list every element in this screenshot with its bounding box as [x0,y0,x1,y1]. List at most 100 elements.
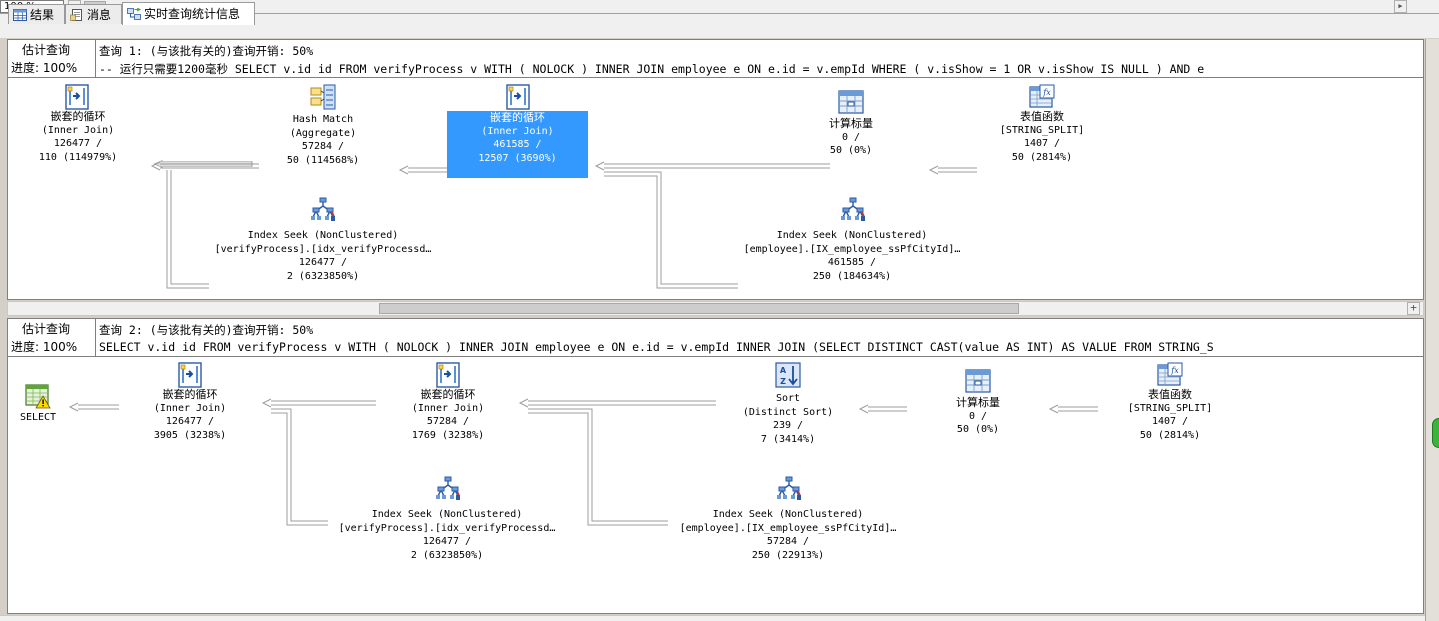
plan-node-index-seek[interactable]: Index Seek (NonClustered) [verifyProcess… [195,229,451,283]
node-rows-estimated: 110 (114979%) [38,151,118,163]
scroll-right-button[interactable]: ▶ [1394,0,1407,13]
node-title: 表值函数 [1020,110,1064,123]
data-flow-arrow [604,171,738,289]
estimated-progress-value: 进度: 100% [11,340,78,354]
tab-live-query-statistics[interactable]: 实时查询统计信息 [122,2,255,25]
data-flow-arrow [398,165,451,175]
plan-node-nested-loops[interactable]: 嵌套的循环 (Inner Join) 126477 / 3905 (3238%) [130,388,250,442]
data-flow-arrow [68,402,119,412]
query-plan-1: 估计查询 进度: 100% 查询 1: (与该批有关的)查询开销: 50% --… [7,39,1424,300]
table-valued-function-icon[interactable] [1029,84,1055,110]
data-flow-arrow [594,161,830,171]
tab-results[interactable]: 结果 [8,4,65,24]
nested-loops-icon[interactable] [505,84,531,110]
nested-loops-icon[interactable] [435,362,461,388]
tab-label: 消息 [87,7,112,22]
data-flow-arrow [166,170,209,289]
right-gutter [1425,39,1439,621]
nested-loops-icon[interactable] [64,84,90,110]
plan-node-index-seek[interactable]: Index Seek (NonClustered) [employee].[IX… [724,229,980,283]
node-title: Index Seek (NonClustered) [247,230,399,241]
node-subtitle: (Inner Join) [41,124,115,136]
plan-node-table-valued-function[interactable]: 表值函数 [STRING_SPLIT] 1407 / 50 (2814%) [1110,388,1230,442]
estimated-progress: 估计查询 进度: 100% [8,319,96,356]
node-title: Index Seek (NonClustered) [371,509,523,520]
node-title: Index Seek (NonClustered) [776,230,928,241]
table-valued-function-icon[interactable] [1157,362,1183,388]
node-title: Hash Match [292,114,354,125]
nested-loops-icon[interactable] [177,362,203,388]
index-seek-icon[interactable] [435,476,461,502]
node-title: 嵌套的循环 [50,110,106,123]
plan-node-compute-scalar[interactable]: 计算标量 0 / 50 (0%) [918,396,1038,437]
data-flow-arrow [150,161,259,171]
node-rows-actual: 1407 / [1023,138,1061,149]
sort-icon[interactable] [775,362,801,388]
node-rows-estimated: 50 (0%) [829,145,873,156]
compute-scalar-icon[interactable] [838,89,864,115]
node-rows-actual: 1407 / [1151,416,1189,427]
query-cost-line: 查询 1: (与该批有关的)查询开销: 50% [99,44,314,58]
grid-icon [13,8,27,21]
data-flow-arrow [928,165,977,175]
plan-node-nested-loops[interactable]: 嵌套的循环 (Inner Join) 57284 / 1769 (3238%) [388,388,508,442]
tab-label: 实时查询统计信息 [144,7,241,21]
data-flow-arrow [518,398,716,408]
plan-node-index-seek[interactable]: Index Seek (NonClustered) [employee].[IX… [660,508,916,562]
node-rows-actual: 0 / [841,131,861,143]
document-icon [70,8,82,21]
plan-1-scroll-thumb[interactable] [379,303,1019,314]
plan-header: 估计查询 进度: 100% 查询 2: (与该批有关的)查询开销: 50% SE… [8,319,1423,357]
live-stats-icon [127,8,141,20]
plan-arrows [150,159,977,289]
query-sql-line: -- 运行只需要1200毫秒 SELECT v.id id FROM verif… [99,62,1205,76]
plan-node-index-seek[interactable]: Index Seek (NonClustered) [verifyProcess… [319,508,575,562]
node-rows-estimated: 50 (0%) [956,424,1000,435]
node-title: 计算标量 [956,396,1000,409]
node-subtitle: (Inner Join) [153,402,227,414]
status-indicator-icon [1432,418,1439,448]
plan-node-table-valued-function[interactable]: 表值函数 [STRING_SPLIT] 1407 / 50 (2814%) [982,110,1102,164]
index-seek-icon[interactable] [840,197,866,223]
node-subtitle: [employee].[IX_employee_ssPfCityId]… [743,243,961,255]
plan-node-nested-loops-selected[interactable]: 嵌套的循环 (Inner Join) 461585 / 12507 (3690%… [447,111,588,178]
node-rows-estimated: 1769 (3238%) [411,429,485,441]
plan-node-select[interactable]: SELECT [13,411,63,425]
node-rows-estimated: 250 (184634%) [812,270,892,282]
node-rows-estimated: 3905 (3238%) [153,429,227,441]
node-rows-actual: 126477 / [165,416,215,427]
node-rows-estimated: 2 (6323850%) [410,549,484,561]
plan-arrows [68,398,1098,526]
node-title: 嵌套的循环 [490,111,545,124]
node-subtitle: [STRING_SPLIT] [1127,402,1213,414]
node-title: Sort [775,393,801,404]
plan-node-sort[interactable]: Sort (Distinct Sort) 239 / 7 (3414%) [728,392,848,446]
expand-button[interactable]: + [1407,302,1420,315]
node-rows-actual: 57284 / [301,141,345,152]
node-rows-estimated: 2 (6323850%) [286,270,360,282]
tab-messages[interactable]: 消息 [65,4,122,24]
data-flow-arrow [271,408,328,526]
plan-node-hash-match[interactable]: Hash Match (Aggregate) 57284 / 50 (11456… [263,113,383,167]
plan-header: 估计查询 进度: 100% 查询 1: (与该批有关的)查询开销: 50% --… [8,40,1423,78]
data-flow-arrow [858,404,907,414]
node-title: 计算标量 [829,117,873,130]
node-rows-actual: 0 / [968,410,988,422]
query-sql-line: SELECT v.id id FROM verifyProcess v WITH… [99,340,1214,354]
hash-match-icon[interactable] [310,84,336,110]
node-rows-estimated: 250 (22913%) [751,549,825,561]
node-rows-estimated: 7 (3414%) [760,433,816,445]
plan-node-nested-loops[interactable]: 嵌套的循环 (Inner Join) 126477 / 110 (114979%… [18,110,138,164]
plan-node-compute-scalar[interactable]: 计算标量 0 / 50 (0%) [791,117,911,158]
index-seek-icon[interactable] [776,476,802,502]
select-warning-icon[interactable] [25,383,51,409]
estimated-progress-label: 估计查询 [22,322,71,336]
node-rows-estimated: 12507 (3690%) [478,152,557,164]
estimated-progress-value: 进度: 100% [11,61,78,75]
compute-scalar-icon[interactable] [965,368,991,394]
index-seek-icon[interactable] [310,197,336,223]
node-title: 嵌套的循环 [420,388,476,401]
node-subtitle: (Inner Join) [411,402,485,414]
estimated-progress-label: 估计查询 [22,43,71,57]
estimated-progress: 估计查询 进度: 100% [8,40,96,77]
